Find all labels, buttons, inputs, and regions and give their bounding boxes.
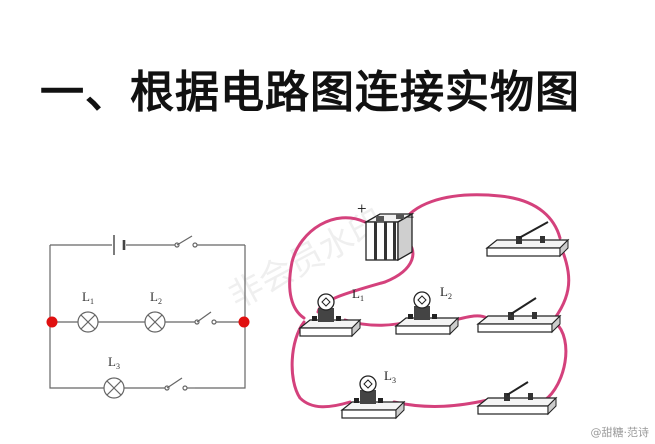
page-title: 一、根据电路图连接实物图 (40, 67, 580, 118)
schematic-label-l2: L2 (150, 289, 162, 306)
battery-minus-label: − (406, 210, 414, 226)
schematic-switch-bottom (164, 377, 188, 391)
schematic-node-right (238, 316, 250, 328)
schematic-label-l3: L3 (108, 354, 120, 371)
schematic-battery (113, 235, 126, 255)
schematic-label-l1: L1 (82, 289, 94, 306)
schematic-lamp-l1 (77, 311, 99, 333)
schematic-node-left (46, 316, 58, 328)
battery-plus-label: + (357, 199, 367, 218)
physical-battery (363, 212, 415, 262)
physical-label-l3: L3 (384, 368, 396, 385)
physical-lamp-l2 (394, 291, 460, 336)
physical-lamp-l3 (340, 375, 406, 420)
physical-lamp-l1 (298, 293, 362, 338)
physical-switch-top (485, 221, 570, 258)
physical-switch-bottom (476, 381, 558, 416)
source-watermark: @甜糖·范诗 (590, 426, 650, 439)
schematic-lamp-l3 (103, 377, 125, 399)
schematic-lamp-l2 (144, 311, 166, 333)
physical-label-l2: L2 (440, 284, 452, 301)
schematic-switch-middle (194, 311, 217, 325)
schematic-switch-main (174, 235, 198, 248)
physical-label-l1: L1 (352, 286, 364, 303)
physical-switch-middle (476, 297, 562, 334)
